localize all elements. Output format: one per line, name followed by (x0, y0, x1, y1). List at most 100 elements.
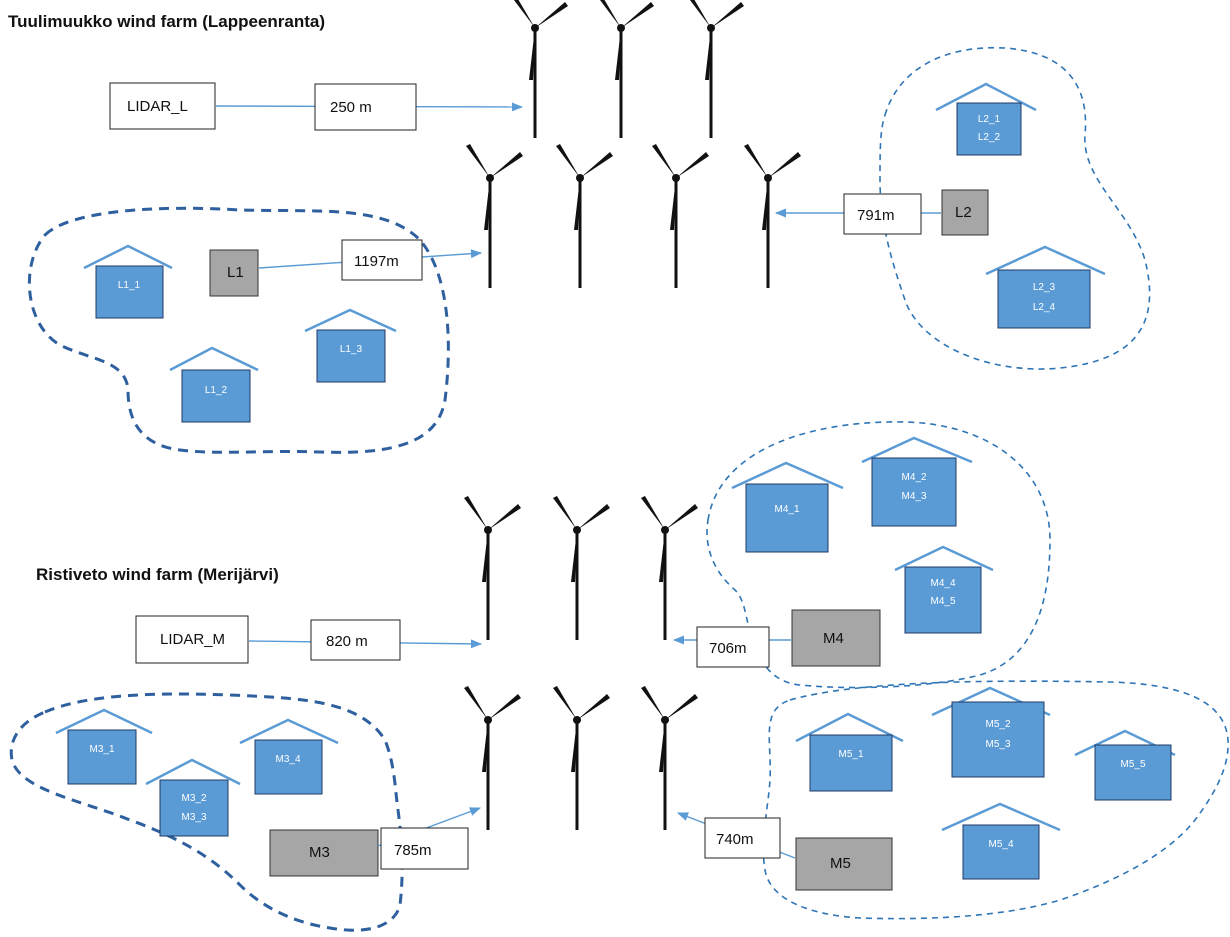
l2-distance-box (843, 193, 922, 235)
house-l2-1-2: L2_1 L2_2 (935, 82, 1037, 156)
house-l1-2: L1_2 (169, 346, 259, 423)
house-icon (809, 734, 893, 792)
m4-distance-box (696, 626, 770, 668)
house-roof-icon (795, 712, 904, 743)
house-roof-icon (731, 461, 844, 490)
house-label: M4_3 (901, 491, 926, 502)
house-roof-icon (169, 346, 259, 372)
house-m5-1: M5_1 (795, 712, 904, 792)
turbine-icon (464, 142, 525, 290)
house-label: M5_1 (838, 749, 863, 760)
lidar-m-label: LIDAR_M (160, 631, 225, 648)
house-label: L2_4 (1033, 302, 1056, 313)
m3-cluster-outline (9, 692, 404, 932)
house-roof-icon (935, 82, 1037, 112)
house-label: L2_2 (978, 132, 1001, 143)
house-icon (951, 701, 1045, 778)
house-roof-icon (83, 244, 173, 270)
lidar-l-box (109, 82, 216, 130)
lidar-m-distance: 820 m (326, 633, 368, 650)
house-label: L2_1 (978, 114, 1001, 125)
house-label: M3_4 (275, 754, 300, 765)
house-m4-1: M4_1 (731, 461, 844, 553)
turbine-icon (685, 0, 746, 140)
house-roof-icon (985, 245, 1106, 276)
house-label: L1_1 (118, 280, 141, 291)
lidar-l-distance-box (314, 83, 417, 131)
turbine-icon (595, 0, 656, 140)
house-icon (1094, 744, 1172, 801)
l1-distance: 1197m (354, 253, 399, 270)
house-icon (962, 824, 1040, 880)
m4-distance: 706m (709, 640, 747, 657)
m5-cluster-outline (762, 680, 1229, 920)
house-icon (904, 566, 982, 634)
lidar-m-distance-box (310, 619, 401, 661)
house-icon (997, 269, 1091, 329)
house-label: M5_5 (1120, 759, 1145, 770)
house-icon (316, 329, 386, 383)
site-l1-label: L1 (227, 264, 244, 281)
house-label: M4_4 (930, 578, 955, 589)
lidar-l-label: LIDAR_L (127, 98, 188, 115)
tuulimuukko-title: Tuulimuukko wind farm (Lappeenranta) (8, 12, 325, 31)
house-roof-icon (304, 308, 397, 333)
ristiveto-title: Ristiveto wind farm (Merijärvi) (36, 565, 279, 584)
house-label: M3_2 (181, 793, 206, 804)
house-m3-2-3: M3_2 M3_3 (145, 758, 241, 837)
m3-distance: 785m (394, 842, 432, 859)
house-icon (95, 265, 164, 319)
house-roof-icon (145, 758, 241, 786)
site-m3-box (269, 829, 379, 877)
house-icon (745, 483, 829, 553)
house-label: L1_3 (340, 344, 363, 355)
turbine-icon (462, 494, 523, 642)
house-label: M4_1 (774, 504, 799, 515)
house-l1-1: L1_1 (83, 244, 173, 319)
house-m5-5: M5_5 (1074, 729, 1176, 801)
house-roof-icon (239, 718, 339, 745)
site-m5-label: M5 (830, 855, 851, 872)
house-label: M4_5 (930, 596, 955, 607)
turbine-icon (639, 684, 700, 832)
house-icon (254, 739, 323, 795)
house-label: L1_2 (205, 385, 228, 396)
house-label: M4_2 (901, 472, 926, 483)
site-l1-box (209, 249, 259, 297)
house-label: M3_3 (181, 812, 206, 823)
m3-distance-box (380, 827, 469, 870)
house-m4-2-3: M4_2 M4_3 (861, 436, 973, 527)
house-roof-icon (861, 436, 973, 464)
turbine-icon (551, 684, 612, 832)
turbine-icon (650, 142, 711, 290)
house-label: L2_3 (1033, 282, 1056, 293)
lidar-l-distance: 250 m (330, 99, 372, 116)
site-l2-label: L2 (955, 204, 972, 221)
house-l2-3-4: L2_3 L2_4 (985, 245, 1106, 329)
house-icon (159, 779, 229, 837)
lidar-m-box (135, 615, 249, 664)
house-label: M5_4 (988, 839, 1013, 850)
house-icon (67, 729, 137, 785)
l1-distance-box (341, 239, 423, 281)
site-m3-label: M3 (309, 844, 330, 861)
house-roof-icon (894, 545, 994, 572)
turbine-icon (462, 684, 523, 832)
house-label: M5_2 (985, 719, 1010, 730)
site-m4-box (791, 609, 881, 667)
turbine-icon (639, 494, 700, 642)
m4-cluster-outline (706, 421, 1051, 689)
turbine-icon (509, 0, 570, 140)
house-icon (956, 102, 1022, 156)
house-label: M3_1 (89, 744, 114, 755)
l2-distance: 791m (857, 207, 895, 224)
house-m3-1: M3_1 (55, 708, 153, 785)
site-m5-box (795, 837, 893, 891)
m5-distance-box (704, 817, 781, 859)
turbine-icon (554, 142, 615, 290)
site-l2-box (941, 189, 989, 236)
house-l1-3: L1_3 (304, 308, 397, 383)
house-m5-2-3: M5_2 M5_3 (931, 686, 1051, 778)
turbine-icon (742, 142, 803, 290)
